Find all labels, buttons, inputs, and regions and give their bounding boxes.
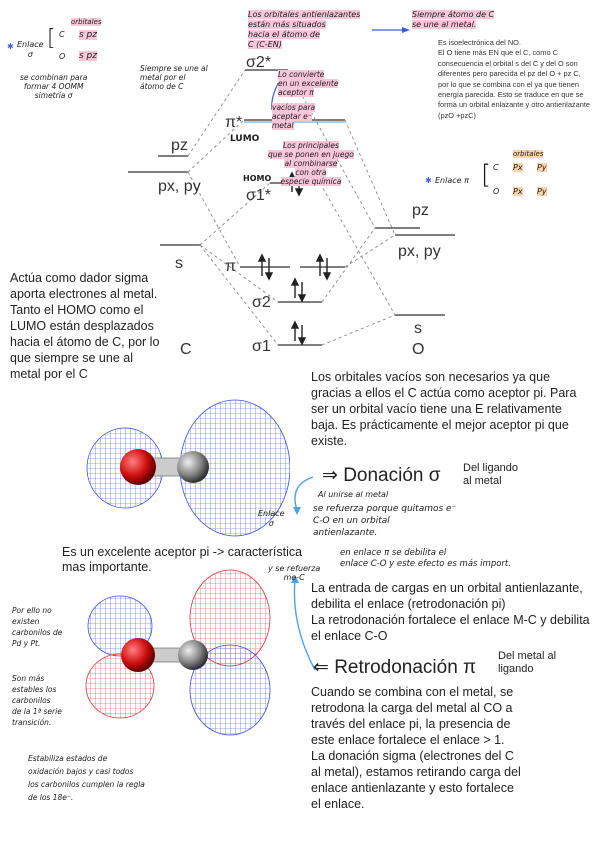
enlace-pi-orb-o1: Px	[513, 187, 523, 196]
enlace-pi-row-o: O	[493, 187, 500, 196]
enlace-sigma-label: Enlace σ	[17, 40, 44, 59]
excelente-aceptor-text: Es un excelente aceptor pi -> caracterís…	[62, 545, 303, 574]
star-bullet-icon: ✱	[7, 42, 14, 51]
dador-sigma-text: Actúa como dador sigma aporta electrones…	[10, 271, 160, 381]
vacios-note: vacíos para aceptar e⁻ metal	[272, 103, 316, 130]
pi-orbital-image	[85, 569, 271, 736]
sigma-orbital-image	[86, 399, 290, 537]
enlace-pi-box: ✱ Enlace π [ C O orbitales Px Py Px Py	[425, 148, 585, 208]
curved-arrows	[291, 476, 316, 671]
combinan-note: se combinan para formar 4 OOMM simetría …	[20, 73, 88, 100]
lumo-label: LUMO	[230, 134, 260, 144]
estabiliza-note: Estabiliza estados de oxidación bajos y …	[28, 754, 145, 802]
pi-electrons-2	[315, 253, 332, 281]
homo-label: HOMO	[243, 174, 272, 183]
refuerza-me-c-note: y se refuerza me-C	[268, 564, 321, 582]
combina-metal-text: Cuando se combina con el metal, se retro…	[311, 685, 521, 811]
sigma1-label: σ1	[252, 338, 271, 355]
siempre-metal-note: Siempre se une al metal por el átomo de …	[140, 64, 208, 91]
enlace-sigma-hand: Enlace σ	[258, 509, 285, 528]
retrodonacion-side: Del metal al ligando	[498, 650, 557, 675]
enlace-sigma-row-c: C	[59, 30, 65, 39]
c-pxpy-label: px, py	[158, 178, 201, 195]
donacion-title: ⇒ Donación σ	[322, 465, 441, 486]
orbitales-vacios-text: Los orbitales vacíos son necesarios ya q…	[311, 370, 577, 448]
o-pxpy-label: px, py	[398, 243, 441, 260]
enlace-pi-orb-c2: Py	[537, 163, 547, 172]
pi-label: π	[225, 258, 237, 275]
sigma2-label: σ2	[252, 294, 271, 311]
star-bullet-icon: ✱	[425, 176, 432, 185]
pi-star-label: π*	[225, 114, 243, 131]
c-s-label: s	[175, 255, 183, 272]
sigma1-electrons	[290, 320, 307, 346]
retrodonacion-info: La entrada de cargas en un orbital antie…	[311, 581, 590, 643]
enlace-pi-row-c: C	[493, 163, 499, 172]
excelente-aceptor-note: Lo convierte en un excelente aceptor π	[278, 70, 339, 97]
principales-note: Los principales que se ponen en juego al…	[268, 141, 354, 186]
carbon-label: C	[180, 341, 192, 358]
siempre-atomo-c-note: Siempre átomo de C se une al metal.	[412, 10, 495, 29]
oxygen-label: O	[412, 341, 425, 358]
sigma2-electrons	[290, 277, 307, 303]
enlace-pi-label: Enlace π	[435, 176, 469, 185]
enlace-pi-header: orbitales	[513, 150, 544, 158]
retrodonacion-title: ⇐ Retrodonación π	[313, 657, 477, 678]
pi-electrons-1	[257, 253, 274, 281]
sigma2-star-label: σ2*	[246, 54, 271, 71]
c-pz-label: pz	[171, 137, 188, 154]
isoelectronic-text: Es isoelectrónica del NO. El O tiene más…	[438, 38, 591, 120]
enlace-sigma-orb-c: s pz	[79, 30, 97, 40]
bracket-icon: [	[47, 26, 56, 51]
enlace-sigma-box: ✱ Enlace σ [ C O orbitales s pz s pz	[5, 18, 115, 68]
o-pz-label: pz	[412, 202, 429, 219]
antienlazantes-note: Los orbitales antienlazantes están más s…	[248, 10, 361, 49]
enlace-sigma-orb-o: s pz	[79, 51, 97, 61]
no-existen-note: Por ello no existen carbonilos de Pd y P…	[12, 606, 63, 648]
al-unirse-note: Al unirse al metal	[318, 490, 389, 499]
bracket-icon: [	[481, 160, 492, 190]
se-refuerza-note: se refuerza porque quitamos e⁻ C-O en un…	[313, 504, 457, 538]
enlace-pi-orb-c1: Px	[513, 163, 523, 172]
enlace-pi-debilita-note: en enlace π se debilita el enlace C-O y …	[340, 548, 511, 569]
enlace-sigma-header: orbitales	[71, 18, 102, 26]
sigma1-star-label: σ1*	[246, 187, 271, 204]
estables-note: Son más estables los carbonilos de la 1ª…	[12, 674, 62, 727]
enlace-sigma-row-o: O	[59, 52, 66, 61]
o-s-label: s	[414, 320, 422, 337]
enlace-pi-orb-o2: Py	[537, 187, 547, 196]
donacion-side: Del ligando al metal	[463, 462, 519, 487]
